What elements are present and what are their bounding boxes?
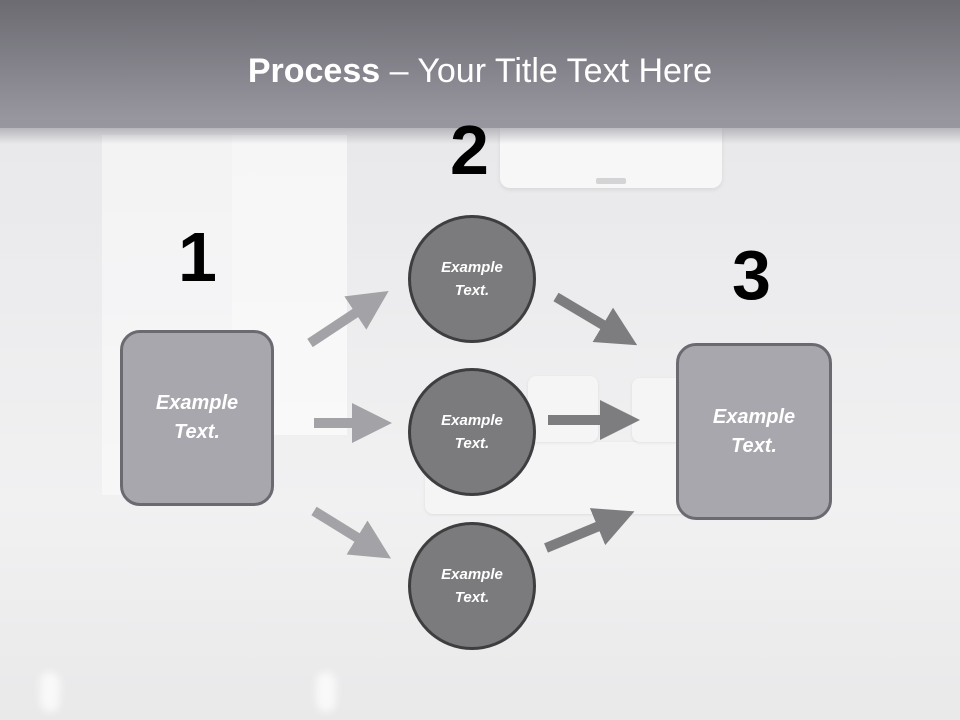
arrow-1-to-2-top (307, 290, 389, 348)
title-bar-fade (0, 120, 960, 144)
step-2-circle-top: Example Text. (408, 215, 536, 343)
floor-reflection (316, 672, 336, 712)
step-3-text: Example Text. (712, 405, 796, 457)
ac-vent (596, 178, 626, 184)
step-1-text: Example Text. (155, 392, 239, 443)
step-2-circle-middle: Example Text. (408, 368, 536, 496)
sofa-cushion-decoration (528, 376, 598, 442)
step-number-1: 1 (178, 218, 217, 296)
step-2-text-middle: Example Text. (441, 412, 503, 452)
floor-reflection (40, 672, 60, 712)
title-rest: – Your Title Text Here (380, 52, 713, 90)
step-2-circle-bottom: Example Text. (408, 522, 536, 650)
arrow-2-to-3-top (553, 292, 638, 346)
arrow-1-to-2-bottom (311, 506, 392, 559)
step-number-3: 3 (732, 236, 771, 314)
step-2-text-bottom: Example Text. (441, 566, 503, 606)
step-number-2: 2 (450, 111, 489, 189)
title-bar (0, 0, 960, 128)
step-1-box: Example Text. (120, 330, 274, 506)
arrow-2-to-3-bottom (544, 508, 635, 553)
step-2-text-top: Example Text. (441, 259, 503, 299)
slide-title: Process – Your Title Text Here (0, 52, 960, 91)
title-bold: Process (247, 52, 381, 90)
step-3-box: Example Text. (676, 343, 832, 520)
